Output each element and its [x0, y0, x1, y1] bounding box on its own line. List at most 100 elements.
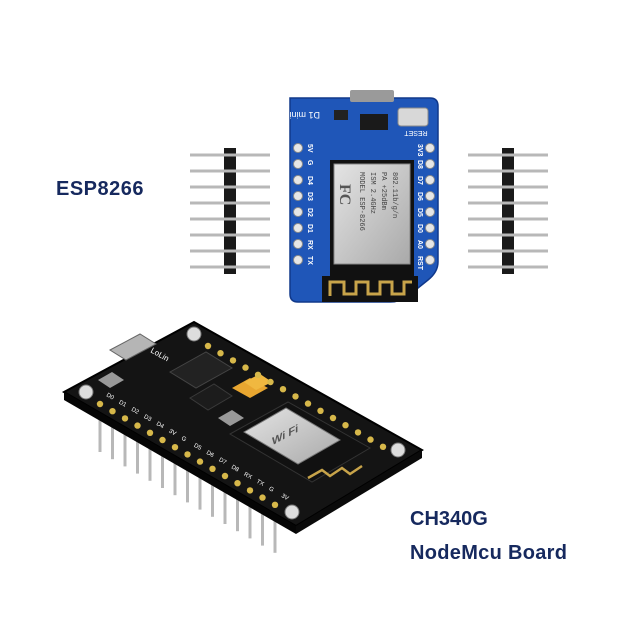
pin-hole	[293, 143, 303, 153]
right-pin-header	[468, 148, 548, 274]
pin-hole	[293, 255, 303, 265]
pin-label: G	[180, 436, 187, 444]
pin-pad	[159, 436, 166, 444]
header-pin	[161, 446, 164, 488]
pin-label: D8	[416, 160, 423, 169]
pin-hole	[293, 159, 303, 169]
header-pin	[198, 467, 202, 510]
chip	[360, 114, 388, 130]
nodemcu-board-label: NodeMcu Board	[410, 542, 568, 564]
pin-pad	[267, 378, 274, 386]
pin-label: RX	[243, 472, 253, 481]
ch340g-chip	[169, 351, 233, 389]
esp8266-label: ESP8266	[56, 178, 145, 200]
pin-pad	[342, 422, 349, 429]
header-pin	[468, 201, 548, 205]
left-pin-header	[190, 148, 270, 274]
pin-hole	[293, 175, 303, 185]
pin-hole	[293, 223, 303, 233]
pin-label: D7	[218, 457, 228, 466]
header-pin	[236, 489, 239, 532]
header-pin	[186, 460, 189, 503]
pin-label: 3V	[280, 493, 289, 502]
pin-label: D3	[143, 414, 153, 423]
pin-pad	[292, 393, 299, 400]
pin-pad	[196, 458, 204, 465]
pin-hole	[425, 223, 435, 233]
pin-hole	[425, 239, 435, 249]
pin-label: D3	[306, 192, 313, 201]
pin-hole	[293, 191, 303, 201]
pin-pad	[234, 480, 241, 487]
header-pin	[148, 438, 152, 481]
module-text: 802.11b/g/n	[390, 172, 398, 218]
pin-pad	[217, 350, 224, 357]
header-pin	[223, 482, 227, 524]
pin-label: D6	[205, 450, 215, 459]
module-text: ISM 2.4GHz	[368, 172, 376, 214]
pin-hole	[293, 239, 303, 249]
pin-pad	[317, 407, 324, 414]
svg-text:FC: FC	[336, 184, 353, 205]
pin-pad	[379, 443, 387, 450]
header-pin	[173, 453, 177, 496]
pin-hole	[425, 175, 435, 185]
pin-label: D4	[306, 176, 313, 185]
pin-pad	[229, 357, 237, 364]
pin-pad	[204, 342, 212, 350]
pin-pad	[329, 414, 337, 422]
header-pin	[98, 410, 102, 452]
module-text: MODEL ESP-8266	[357, 172, 365, 231]
reset-button	[397, 107, 429, 127]
header-pin	[468, 169, 548, 173]
ch340g-label: CH340G	[410, 508, 488, 530]
pin-pad	[304, 400, 312, 407]
antenna-area	[322, 276, 418, 302]
pin-hole	[425, 255, 435, 265]
header-pin	[190, 265, 270, 269]
header-pin	[190, 233, 270, 237]
header-pin	[273, 510, 277, 553]
pin-pad	[209, 465, 216, 472]
pin-hole	[425, 159, 435, 169]
pin-label: G	[306, 160, 313, 166]
header-pin	[111, 417, 114, 460]
header-pin	[468, 217, 548, 221]
header-pin	[468, 265, 548, 269]
pin-pad	[254, 371, 262, 378]
pin-pad	[171, 444, 179, 451]
header-pin	[211, 474, 214, 517]
pin-pad	[259, 494, 266, 501]
header-pin	[123, 424, 127, 467]
pin-label: TX	[306, 256, 313, 265]
pin-label: 3V3	[416, 144, 423, 157]
pin-pad	[354, 429, 362, 436]
pin-label: D7	[416, 176, 423, 185]
pin-pad	[184, 451, 191, 458]
header-pin	[190, 217, 270, 221]
pin-hole	[425, 207, 435, 217]
pin-label: D2	[306, 208, 313, 217]
pin-pad	[134, 422, 141, 429]
pin-label: G	[268, 486, 275, 494]
pcb-antenna	[328, 280, 412, 296]
pin-pad	[109, 408, 116, 415]
pin-label: D0	[416, 224, 423, 233]
header-pin	[468, 153, 548, 157]
pin-label: D6	[416, 192, 423, 201]
header-pin	[248, 496, 252, 539]
pin-hole	[425, 191, 435, 201]
pin-label: A0	[416, 240, 423, 249]
module-text: PA +25dBm	[379, 172, 387, 210]
pin-pad	[271, 501, 279, 508]
header-pin	[136, 431, 139, 474]
pin-pad	[221, 472, 229, 480]
pin-pad	[246, 487, 254, 494]
metal-shield	[333, 163, 411, 265]
pin-label: RST	[416, 256, 423, 271]
pin-label: D8	[230, 465, 240, 474]
header-pin	[468, 233, 548, 237]
